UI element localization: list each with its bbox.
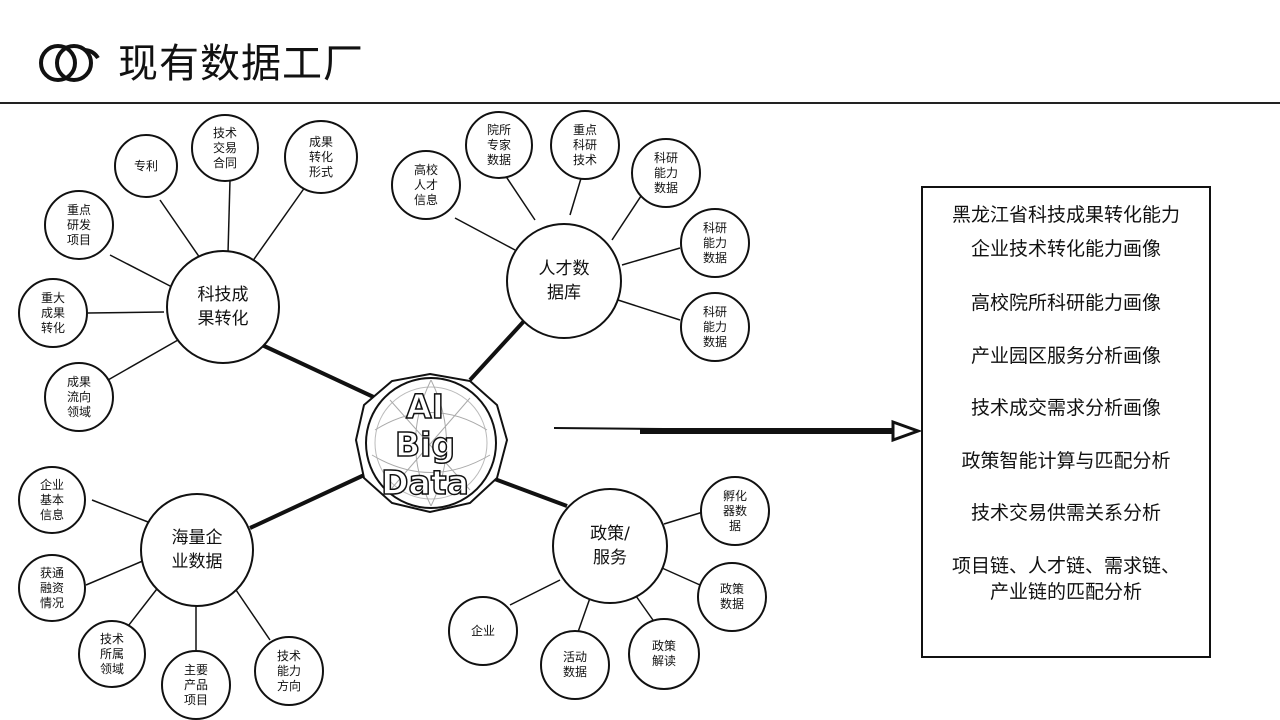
leaf-keji-zhongda-chengguo: 重大 成果 转化	[18, 278, 88, 348]
core-label-line1: AI	[405, 387, 444, 427]
leaf-rencai-keyan-nengli-1: 科研 能力 数据	[631, 138, 701, 208]
leaf-qiye-rongzi: 获通 融资 情况	[18, 554, 86, 622]
hub-rencai: 人才数 据库	[506, 223, 622, 339]
result-item: 技术交易供需关系分析	[970, 502, 1161, 524]
core-label: AI Big Data	[350, 387, 500, 503]
core-label-line2: Big Data	[380, 425, 469, 503]
result-item: 高校院所科研能力画像	[970, 292, 1161, 314]
leaf-keji-jishu-jiaoyi: 技术 交易 合同	[191, 114, 259, 182]
leaf-rencai-keyan-nengli-2: 科研 能力 数据	[680, 208, 750, 278]
hub-zhengce: 政策/ 服务	[552, 488, 668, 604]
leaf-qiye-suoshu-lingyu: 技术 所属 领域	[78, 620, 146, 688]
leaf-rencai-yuansuo: 院所 专家 数据	[465, 111, 533, 179]
result-item: 技术成交需求分析画像	[970, 397, 1161, 419]
hub-keji: 科技成 果转化	[166, 250, 280, 364]
leaf-keji-chengguo-liuxiang: 成果 流向 领域	[44, 362, 114, 432]
leaf-zhengce-shuju: 政策 数据	[697, 562, 767, 632]
leaf-qiye-zhuyao-chanpin: 主要 产品 项目	[161, 650, 231, 720]
results-title: 黑龙江省科技成果转化能力	[951, 204, 1180, 226]
result-item: 企业技术转化能力画像	[970, 238, 1161, 260]
page-title: 现有数据工厂	[118, 41, 364, 87]
result-item: 政策智能计算与匹配分析	[961, 450, 1171, 472]
core-globe	[354, 372, 509, 514]
leaf-zhengce-fuhuaqi: 孵化 器数 据	[700, 476, 770, 546]
leaf-rencai-gaoxiao: 高校 人才 信息	[391, 150, 461, 220]
leaf-zhengce-qiye: 企业	[448, 596, 518, 666]
leaf-keji-zhongdian-yanfa: 重点 研发 项目	[44, 190, 114, 260]
leaf-rencai-zhongdian-keyan: 重点 科研 技术	[550, 110, 620, 180]
result-item: 产业园区服务分析画像	[970, 345, 1161, 367]
leaf-qiye-jiben-xinxi: 企业 基本 信息	[18, 466, 86, 534]
hub-qiye: 海量企 业数据	[140, 493, 254, 607]
leaf-zhengce-jiedu: 政策 解读	[628, 618, 700, 690]
leaf-qiye-jishu-nengli: 技术 能力 方向	[254, 636, 324, 706]
result-item: 项目链、人才链、需求链、 产业链的匹配分析	[951, 555, 1180, 603]
leaf-rencai-keyan-nengli-3: 科研 能力 数据	[680, 292, 750, 362]
results-panel: 黑龙江省科技成果转化能力 企业技术转化能力画像 高校院所科研能力画像 产业园区服…	[921, 186, 1211, 658]
header-divider	[0, 102, 1280, 104]
leaf-zhengce-huodong: 活动 数据	[540, 630, 610, 700]
leaf-keji-zhuanli: 专利	[114, 134, 178, 198]
logo-icon	[39, 44, 100, 82]
leaf-keji-chengguo-zhuanhua: 成果 转化 形式	[284, 120, 358, 194]
